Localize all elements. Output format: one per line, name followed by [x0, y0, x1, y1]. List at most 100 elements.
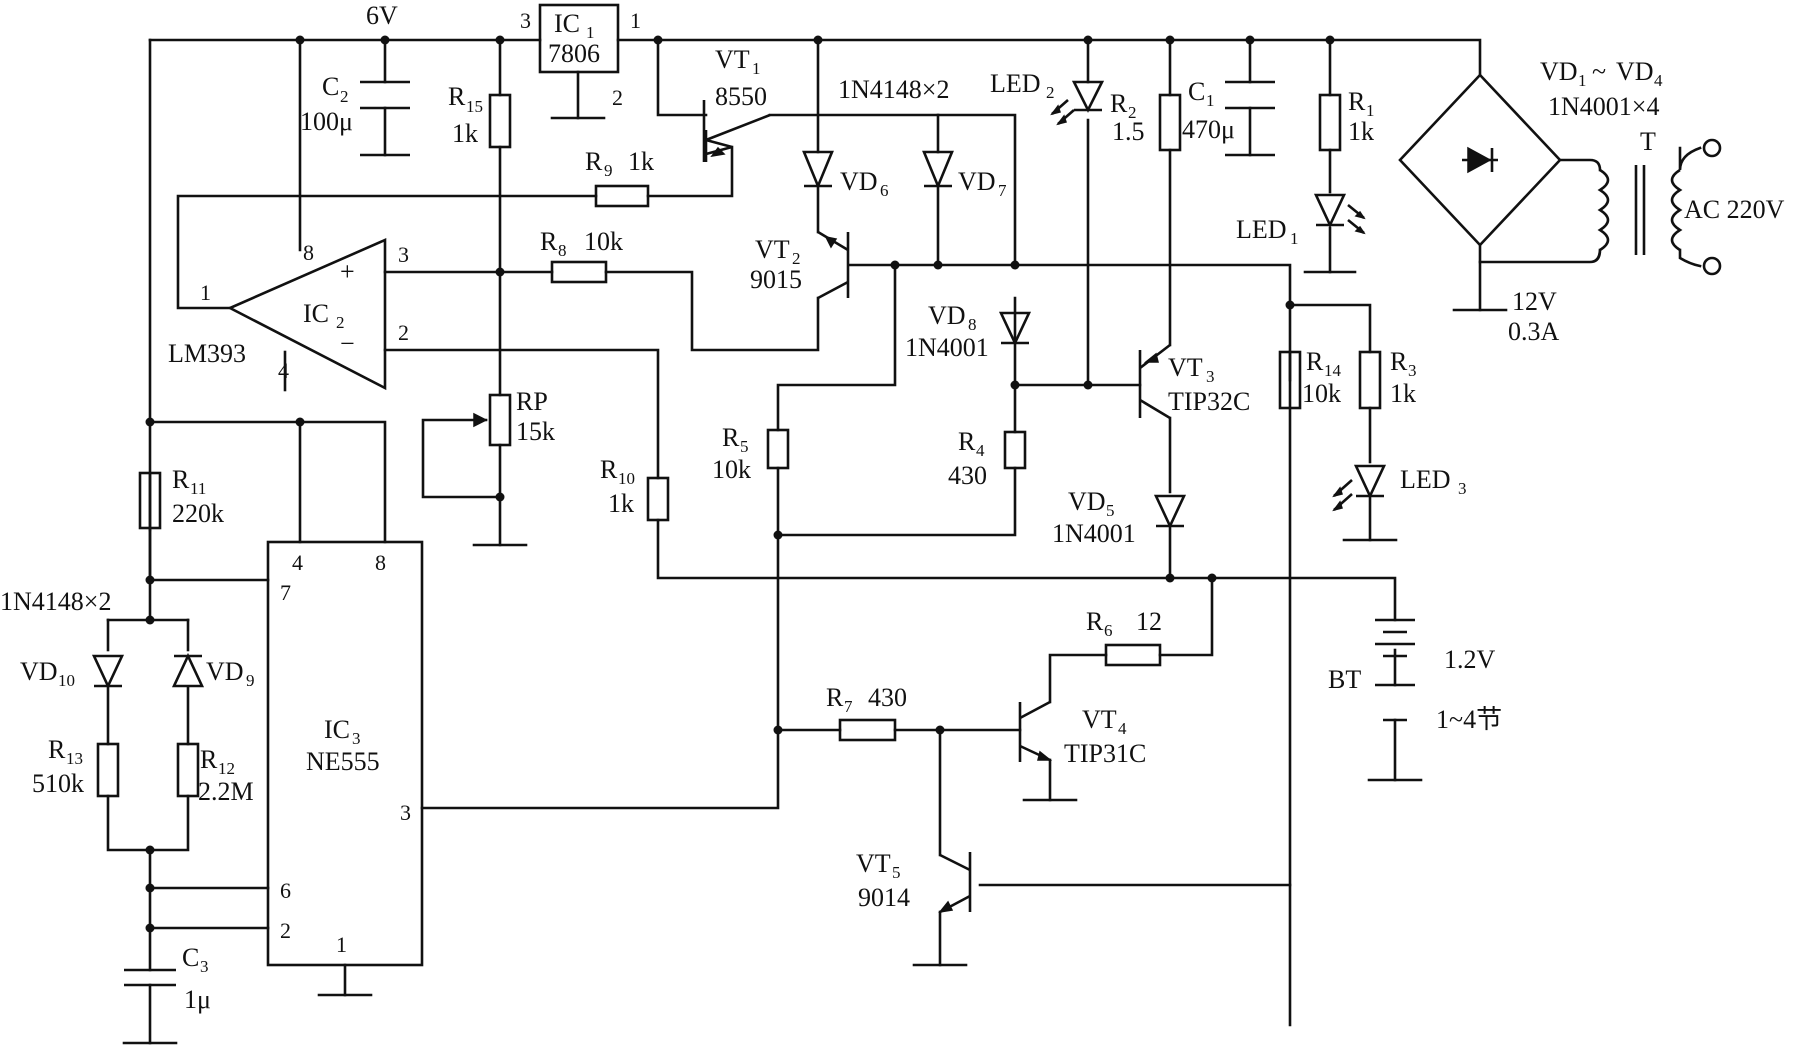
- r13-sub: 13: [66, 749, 83, 768]
- junction-dot: [653, 35, 663, 45]
- ic3-pin2: 2: [280, 918, 291, 943]
- ic3-pin7: 7: [280, 580, 291, 605]
- resistor-r1: R 1 1k: [1318, 87, 1375, 152]
- ic2-pin-v: 8: [303, 240, 314, 265]
- supply-current-label: 0.3A: [1508, 317, 1560, 346]
- junction-dot: [1325, 35, 1335, 45]
- ic1-sub: 1: [586, 23, 595, 42]
- ic1-pin-out: 1: [630, 8, 641, 33]
- vd10-ref: VD: [20, 657, 58, 686]
- junction-dot: [145, 615, 155, 625]
- r11-sub: 11: [190, 479, 206, 498]
- ic1-regulator: IC 1 7806 3 1 2: [520, 3, 641, 110]
- r4-ref: R: [958, 427, 976, 456]
- ic2-part: LM393: [168, 339, 246, 368]
- resistor-r7: R 7 430: [826, 683, 907, 742]
- r1-sub: 1: [1366, 101, 1375, 120]
- junction-dot: [813, 35, 823, 45]
- ic2-pin-minus: 2: [398, 320, 409, 345]
- resistor-r14: R 14 10k: [1278, 347, 1342, 410]
- vd-range-tilde: ~: [1592, 57, 1606, 86]
- resistor-r9: R 9 1k: [585, 147, 654, 208]
- ic3-pin1: 1: [336, 932, 347, 957]
- c3-ref: C: [182, 943, 199, 972]
- potentiometer-rp: RP 15k: [473, 387, 555, 447]
- r6-sub: 6: [1104, 621, 1113, 640]
- r14-ref: R: [1306, 347, 1324, 376]
- diode-vd10: VD 10: [20, 654, 125, 690]
- junction-dot: [145, 923, 155, 933]
- junction-dot: [1010, 380, 1020, 390]
- vd9-vd10-part-label: 1N4148×2: [0, 587, 111, 616]
- capacitor-c3: C 3 1μ: [124, 943, 211, 1014]
- c1-sub: 1: [1206, 91, 1215, 110]
- rp-value: 15k: [516, 417, 555, 446]
- bt-cells: 1~4节: [1436, 705, 1502, 734]
- r12-ref: R: [200, 745, 218, 774]
- vt5-sub: 5: [892, 863, 901, 882]
- ic2-pin-plus: 3: [398, 242, 409, 267]
- junction-dot: [145, 575, 155, 585]
- r8-ref: R: [540, 227, 558, 256]
- vt3-sub: 3: [1206, 367, 1215, 386]
- r11-value: 220k: [172, 499, 224, 528]
- led-led1: LED 1: [1236, 193, 1366, 248]
- r3-sub: 3: [1408, 361, 1417, 380]
- vd9-sub: 9: [246, 671, 255, 690]
- r7-value: 430: [868, 683, 907, 712]
- r1-value: 1k: [1348, 117, 1374, 146]
- ic2-minus-sign: −: [340, 329, 355, 358]
- r15-value: 1k: [452, 119, 478, 148]
- resistor-r10: R 10 1k: [600, 455, 670, 522]
- transistor-vt4: VT 4 TIP31C: [1018, 700, 1146, 768]
- led-led2: LED 2: [990, 69, 1105, 126]
- vd9-ref: VD: [206, 657, 244, 686]
- junction-dot: [890, 260, 900, 270]
- diode-vd5: VD 5 1N4001: [1052, 487, 1187, 548]
- vt4-part: TIP31C: [1064, 739, 1146, 768]
- resistor-r2: R 2 1.5: [1110, 89, 1182, 152]
- led2-ref: LED: [990, 69, 1041, 98]
- r10-ref: R: [600, 455, 618, 484]
- vt5-ref: VT: [856, 849, 891, 878]
- resistor-r3: R 3 1k: [1358, 347, 1417, 410]
- vd5-part: 1N4001: [1052, 519, 1136, 548]
- r3-ref: R: [1390, 347, 1408, 376]
- ic3-pin4: 4: [292, 550, 303, 575]
- ic3-pin8: 8: [375, 550, 386, 575]
- c1-ref: C: [1188, 77, 1205, 106]
- vt5-part: 9014: [858, 883, 910, 912]
- vd8-part: 1N4001: [905, 333, 989, 362]
- ic3-sub: 3: [352, 729, 361, 748]
- junction-dot: [1165, 573, 1175, 583]
- ic1-ref: IC: [554, 9, 580, 38]
- junction-dot: [1010, 260, 1020, 270]
- vd8-sub: 8: [968, 315, 977, 334]
- ic2-pin-gnd: 4: [278, 358, 289, 383]
- r9-ref: R: [585, 147, 603, 176]
- vd4-ref: VD: [1616, 57, 1654, 86]
- ic3-pin3: 3: [400, 800, 411, 825]
- ic2-ref: IC: [303, 299, 329, 328]
- junction-dot: [495, 267, 505, 277]
- vd6-ref: VD: [840, 167, 878, 196]
- junction-dot: [1083, 35, 1093, 45]
- r1-ref: R: [1348, 87, 1366, 116]
- battery-bt: BT 1.2V 1~4节: [1328, 618, 1502, 734]
- r2-value: 1.5: [1112, 117, 1145, 146]
- c1-value: 470μ: [1182, 115, 1235, 144]
- r12-value: 2.2M: [198, 777, 254, 806]
- c2-ref: C: [322, 72, 339, 101]
- diode-vd8: VD 8 1N4001: [905, 301, 1032, 362]
- junction-dot: [773, 530, 783, 540]
- r4-value: 430: [948, 461, 987, 490]
- r3-value: 1k: [1390, 379, 1416, 408]
- resistor-r6: R 6 12: [1086, 607, 1162, 667]
- vd7-ref: VD: [958, 167, 996, 196]
- transistor-vt2: VT 2 9015: [750, 230, 850, 300]
- r12-sub: 12: [218, 759, 235, 778]
- junction-dot: [495, 35, 505, 45]
- junction-dot: [295, 35, 305, 45]
- r2-ref: R: [1110, 89, 1128, 118]
- vt1-ref: VT: [715, 45, 750, 74]
